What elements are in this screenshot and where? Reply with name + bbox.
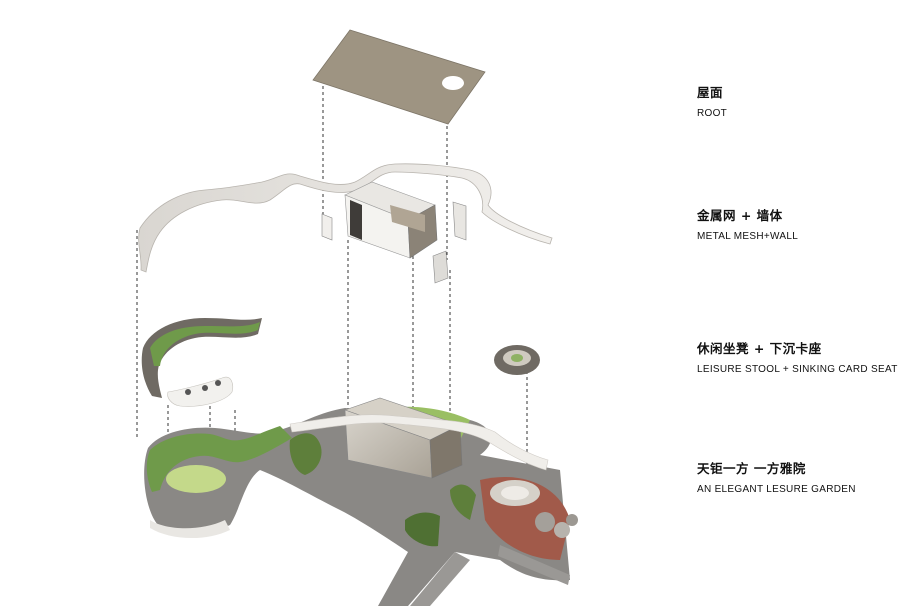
garden-layer [144,397,578,606]
layer-title-cn: 金属网 + 墙体 [697,208,783,223]
layer-title-en: ROOT [697,108,728,119]
seating-layer [141,318,540,407]
roof-layer [312,29,486,125]
layer-label-roof: 屋面 ROOT [697,82,727,119]
layer-title-en: LEISURE STOOL + SINKING CARD SEAT [697,364,898,375]
layer-title-cn: 天钜一方 一方雅院 [697,461,806,476]
wall-layer [138,163,553,284]
layer-title-cn: 休闲坐凳 + 下沉卡座 [697,341,822,356]
layer-title-en: AN ELEGANT LESURE GARDEN [697,484,856,495]
layer-label-wall: 金属网 + 墙体 METAL MESH+WALL [697,205,798,242]
layer-label-seating: 休闲坐凳 + 下沉卡座 LEISURE STOOL + SINKING CARD… [697,338,898,375]
layer-title-en: METAL MESH+WALL [697,231,799,242]
layer-label-garden: 天钜一方 一方雅院 AN ELEGANT LESURE GARDEN [697,458,856,495]
layer-title-cn: 屋面 [697,85,724,100]
